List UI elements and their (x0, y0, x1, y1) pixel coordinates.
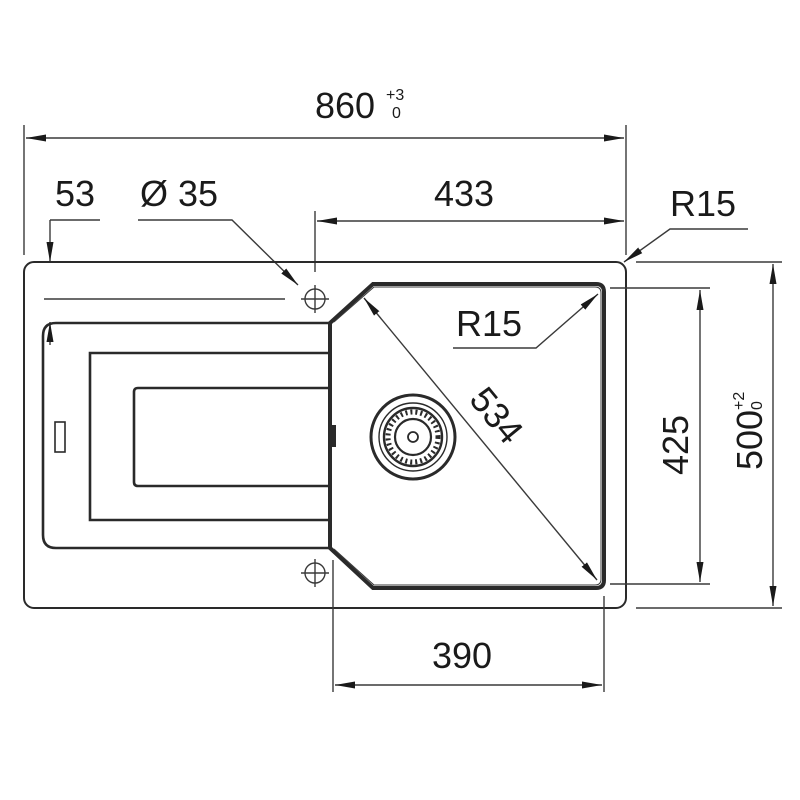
overall-depth-tol-lower: 0 (749, 401, 766, 410)
tap-hole-bottom-icon (301, 559, 329, 587)
drainboard (41, 321, 336, 550)
overall-width-tol-lower: 0 (392, 105, 401, 122)
dimension-bowl-depth: 425 (610, 287, 710, 585)
sink-outer-edge (23, 261, 627, 609)
sink-bowl (328, 282, 606, 590)
dimension-bowl-section-width: 433 (314, 173, 624, 272)
bowl-depth-value: 425 (655, 415, 696, 475)
leader-line (453, 293, 599, 349)
dimension-outer-corner-radius: R15 (623, 183, 748, 263)
overall-width-tol-upper: +3 (386, 87, 404, 104)
drainboard-ridge-outer (88, 351, 330, 522)
leader-line (138, 219, 299, 286)
overflow-slot-icon (54, 421, 66, 453)
dimension-overall-depth: 500 +2 0 (636, 261, 782, 609)
bowl-radius-value: R15 (456, 303, 522, 344)
edge-offset-value: 53 (55, 173, 95, 214)
dimension-bowl-width: 390 (332, 560, 605, 692)
dimension-tap-hole: Ø 35 (138, 173, 299, 286)
overall-depth-value: 500 (729, 410, 770, 470)
drainboard-ridge-inner (132, 386, 330, 488)
drainboard-outline (41, 321, 332, 550)
bowl-overflow-tab (331, 425, 336, 447)
tap-hole-top-icon (301, 285, 329, 313)
dimension-overall-width: 860 +3 0 (23, 85, 627, 255)
dimension-edge-offset: 53 (46, 173, 100, 345)
bowl-diagonal-value: 534 (462, 379, 532, 451)
tap-hole-value: Ø 35 (140, 173, 218, 214)
dimension-line (363, 297, 598, 581)
dimension-bowl-corner-radius: R15 (453, 293, 599, 349)
bowl-section-width-value: 433 (434, 173, 494, 214)
overall-depth-tol-upper: +2 (731, 392, 748, 410)
bowl-width-value: 390 (432, 635, 492, 676)
overall-width-value: 860 (315, 85, 375, 126)
outer-radius-value: R15 (670, 183, 736, 224)
bowl-outline (328, 282, 606, 590)
drain-strainer-icon (369, 393, 457, 481)
leader-line (623, 228, 748, 263)
bowl-inner-rim (333, 286, 602, 586)
